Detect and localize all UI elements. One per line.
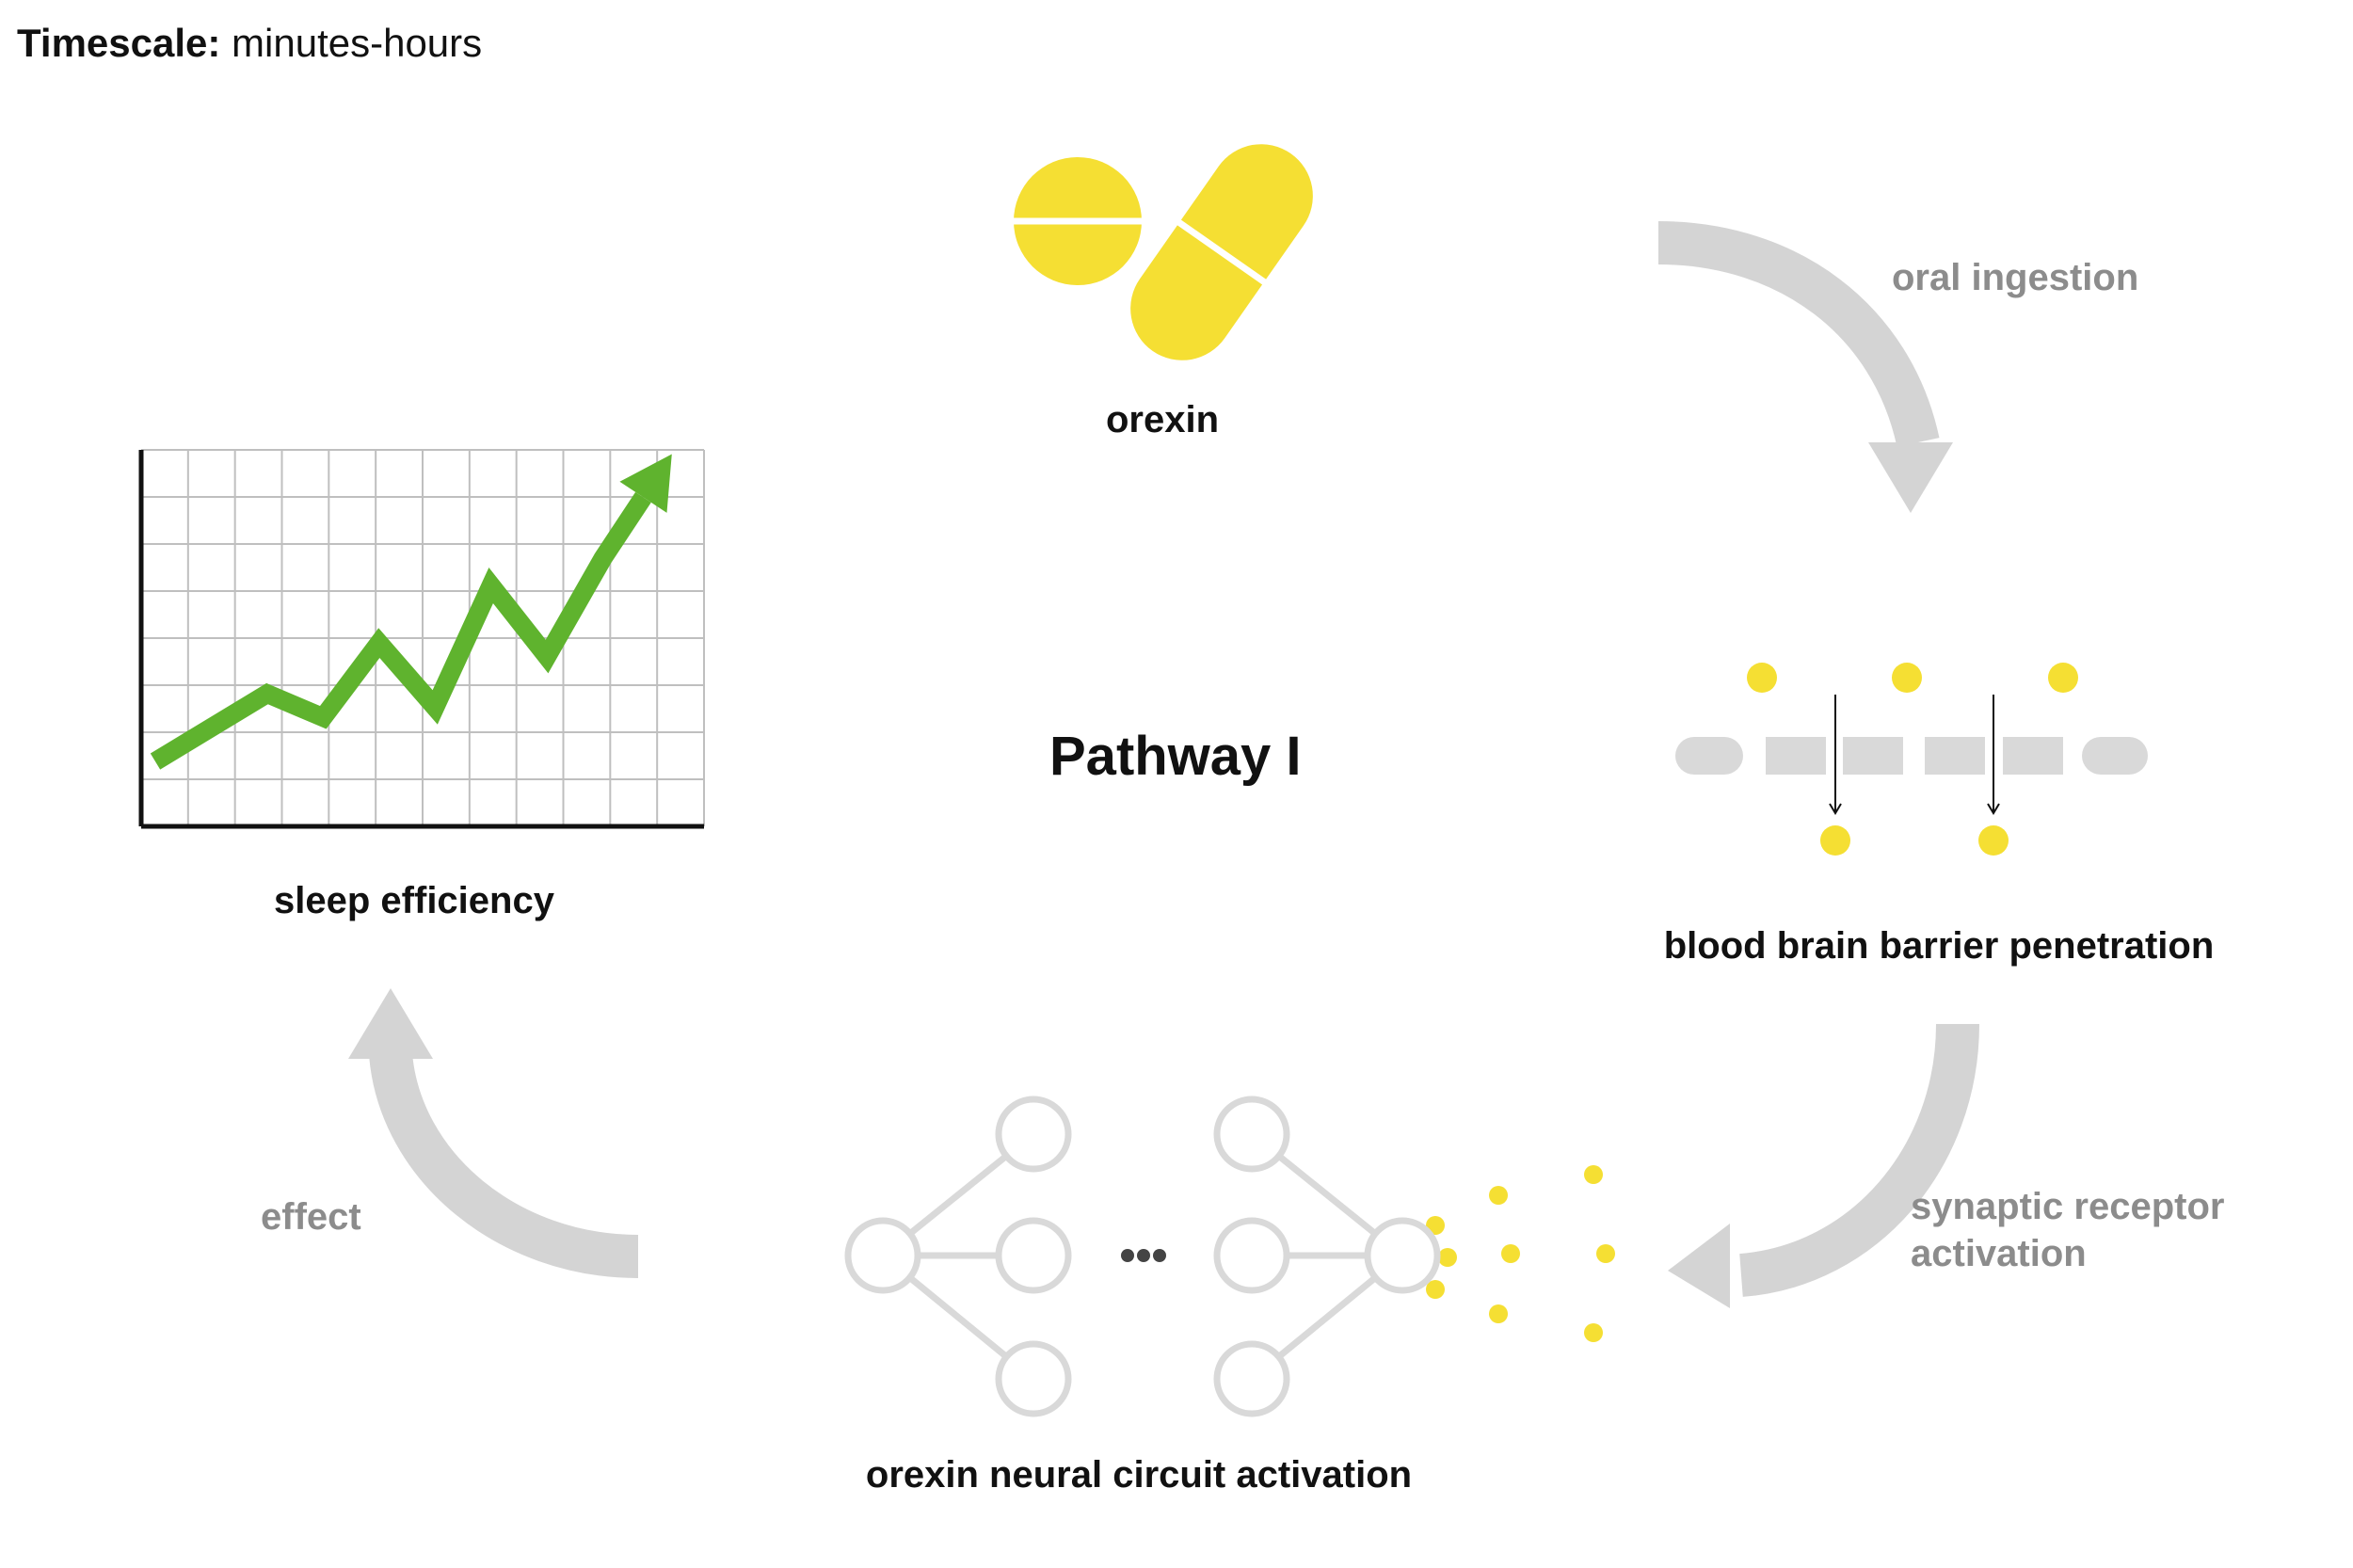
effect-label: effect (261, 1196, 361, 1238)
trend-arrowhead (619, 454, 672, 513)
synaptic-receptor-line2: activation (1911, 1233, 2087, 1274)
timescale: Timescale: minutes-hours (17, 21, 482, 66)
blood-brain-barrier-icon (1675, 663, 2148, 856)
oral-ingestion-label: oral ingestion (1892, 257, 2139, 298)
ellipsis-icon (1121, 1249, 1166, 1262)
synaptic-receptor-label: synaptic receptor activation (1911, 1183, 2224, 1277)
oral-ingestion-arrow (1657, 221, 1953, 513)
neural-network-icon (844, 1096, 1441, 1417)
pathway-title: Pathway I (1049, 726, 1302, 787)
sleep-efficiency-chart (138, 449, 705, 829)
timescale-value: minutes-hours (232, 21, 483, 65)
timescale-label: Timescale: (17, 21, 221, 65)
neurotransmitter-dots (1426, 1165, 1615, 1342)
trend-line (150, 491, 651, 770)
synaptic-activation-arrow (1668, 1023, 1979, 1308)
pill-tablet-icon (1012, 157, 1144, 285)
circuit-label: orexin neural circuit activation (865, 1454, 1413, 1496)
sleep-efficiency-label: sleep efficiency (274, 880, 554, 921)
bbb-label: blood brain barrier penetration (1663, 925, 2215, 967)
effect-arrow (348, 988, 639, 1278)
capsule-icon (1130, 144, 1313, 360)
orexin-label: orexin (1105, 399, 1220, 440)
synaptic-receptor-line1: synaptic receptor (1911, 1186, 2225, 1227)
